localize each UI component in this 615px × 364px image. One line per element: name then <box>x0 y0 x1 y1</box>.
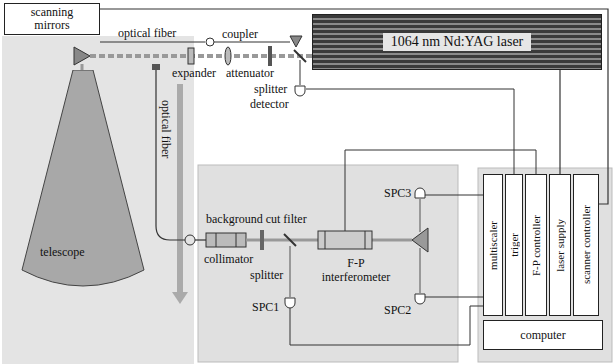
outgoing-beam-head <box>172 292 188 304</box>
part-label: collimator <box>204 252 253 266</box>
part-label: background cut filter <box>206 212 307 226</box>
node-text: scanner controller <box>580 205 592 284</box>
fiber-connector <box>152 64 160 70</box>
collimator-lens <box>216 233 217 247</box>
outgoing-beam <box>177 84 183 292</box>
telescope-shape: telescope <box>18 70 148 300</box>
control-cable <box>559 70 560 174</box>
fiber-line <box>100 41 205 42</box>
part-label: F-P interferometer <box>318 256 394 284</box>
instrument-module: scanner controller <box>573 174 599 316</box>
signal-wire <box>425 195 483 196</box>
telescope-bay <box>2 36 194 364</box>
part-label: SPC2 <box>384 303 411 317</box>
signal-wire <box>306 89 514 174</box>
sample-beam <box>299 60 301 85</box>
laser-box: 1064 nm Nd:YAG laser <box>312 14 602 70</box>
part-label: detector <box>250 97 289 111</box>
coupler-symbol <box>290 36 302 47</box>
detector-symbol <box>415 294 425 304</box>
telescope-outline <box>18 70 148 300</box>
signal-wire <box>425 297 483 298</box>
electronics-rack <box>478 168 612 362</box>
node-text: 1064 nm Nd:YAG laser <box>383 33 532 51</box>
scanning-mirrors-box: scanning mirrors <box>4 3 100 35</box>
instrument-module: laser supply <box>549 174 571 316</box>
collimator-symbol <box>206 233 246 247</box>
attenuator-symbol <box>268 46 272 66</box>
fiber-line <box>195 239 206 240</box>
part-label: optical fiber <box>118 26 176 40</box>
interferometer-symbol <box>318 231 372 249</box>
part-label: SPC3 <box>384 186 411 200</box>
instrument-module: multiscaler <box>483 174 503 316</box>
part-label: coupler <box>222 27 258 41</box>
node-text: multiscaler <box>487 221 499 270</box>
received-beam <box>419 248 421 293</box>
fiber-line <box>156 70 185 240</box>
part-label: optical fiber <box>159 100 173 158</box>
part-label: attenuator <box>226 66 274 80</box>
splitter-symbol <box>284 234 296 246</box>
node-text: computer <box>520 329 565 342</box>
laser-beam <box>90 54 312 58</box>
collimator-lens <box>236 233 237 247</box>
node-text: telescope <box>40 246 85 259</box>
part-label: splitter <box>250 268 283 282</box>
expander-lens <box>225 47 231 65</box>
interferometer-plate <box>365 231 366 249</box>
telescope-body <box>22 70 144 286</box>
fiber-loop <box>185 235 195 245</box>
detector-symbol <box>415 188 425 198</box>
expander-lens <box>188 48 194 64</box>
received-beam <box>289 246 291 297</box>
scanning-mirror-symbol <box>74 47 90 65</box>
received-beam <box>419 199 421 232</box>
node-text: laser supply <box>554 219 566 272</box>
receiver-panel <box>198 165 458 362</box>
detector-symbol <box>285 298 295 308</box>
detector-symbol <box>295 86 305 96</box>
node-text: F-P controller <box>530 215 542 276</box>
part-label: expander <box>172 66 216 80</box>
fiber-line <box>214 41 290 42</box>
computer-box: computer <box>483 320 603 350</box>
interferometer-plate <box>325 231 326 249</box>
node-text: triger <box>508 233 520 257</box>
filter-symbol <box>260 230 264 250</box>
instrument-module: F-P controller <box>525 174 547 316</box>
node-text: scanning mirrors <box>19 6 85 32</box>
fiber-loop <box>206 38 214 46</box>
instrument-module: triger <box>505 174 523 316</box>
part-label: SPC1 <box>252 300 279 314</box>
part-label: splitter <box>254 82 287 96</box>
